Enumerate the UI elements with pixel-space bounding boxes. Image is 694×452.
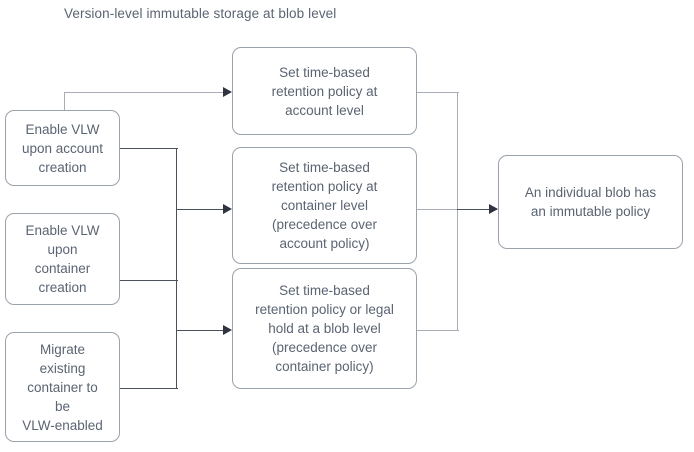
- arrowhead-policy-account-in: [223, 87, 232, 97]
- edge-bus-to-outcome: [457, 209, 497, 211]
- edge-enable-account-right-stub: [120, 148, 178, 150]
- edge-enable-account-to-policy-account-run: [64, 92, 230, 94]
- node-policy-account[interactable]: Set time-based retention policy at accou…: [232, 47, 417, 135]
- node-migrate-container-label: Migrate existing container to be VLW-ena…: [22, 341, 103, 433]
- node-policy-blob-label: Set time-based retention policy or legal…: [255, 283, 394, 374]
- edge-migrate-container-right-stub: [120, 388, 178, 390]
- edge-bus-to-policy-blob: [176, 330, 230, 332]
- arrowhead-policy-blob-in: [223, 325, 232, 335]
- node-outcome[interactable]: An individual blob has an immutable poli…: [498, 155, 683, 249]
- node-enable-container[interactable]: Enable VLW upon container creation: [5, 213, 120, 305]
- edge-policy-account-right-stub: [417, 92, 459, 94]
- node-enable-account-label: Enable VLW upon account creation: [21, 121, 104, 175]
- edge-enable-account-to-policy-account-stub: [64, 92, 66, 111]
- node-outcome-label: An individual blob has an immutable poli…: [524, 185, 657, 219]
- node-enable-container-label: Enable VLW upon container creation: [25, 223, 100, 295]
- node-policy-container-label: Set time-based retention policy at conta…: [271, 160, 378, 251]
- node-policy-account-label: Set time-based retention policy at accou…: [271, 64, 378, 118]
- arrowhead-policy-container-in: [223, 204, 232, 214]
- edge-enable-container-right-stub: [120, 280, 178, 282]
- edge-bus-to-policy-container: [176, 209, 230, 211]
- edge-left-bus: [176, 148, 178, 389]
- diagram-title: Version-level immutable storage at blob …: [64, 6, 337, 21]
- edge-policy-blob-right-stub: [417, 330, 459, 332]
- edge-right-bus-lower: [457, 209, 459, 331]
- node-migrate-container[interactable]: Migrate existing container to be VLW-ena…: [5, 332, 120, 442]
- arrowhead-outcome-in: [489, 204, 498, 214]
- edge-policy-container-right-stub: [417, 209, 459, 211]
- node-enable-account[interactable]: Enable VLW upon account creation: [5, 110, 120, 186]
- edge-right-bus-upper: [457, 92, 459, 210]
- node-policy-container[interactable]: Set time-based retention policy at conta…: [232, 147, 417, 264]
- node-policy-blob[interactable]: Set time-based retention policy or legal…: [232, 268, 417, 389]
